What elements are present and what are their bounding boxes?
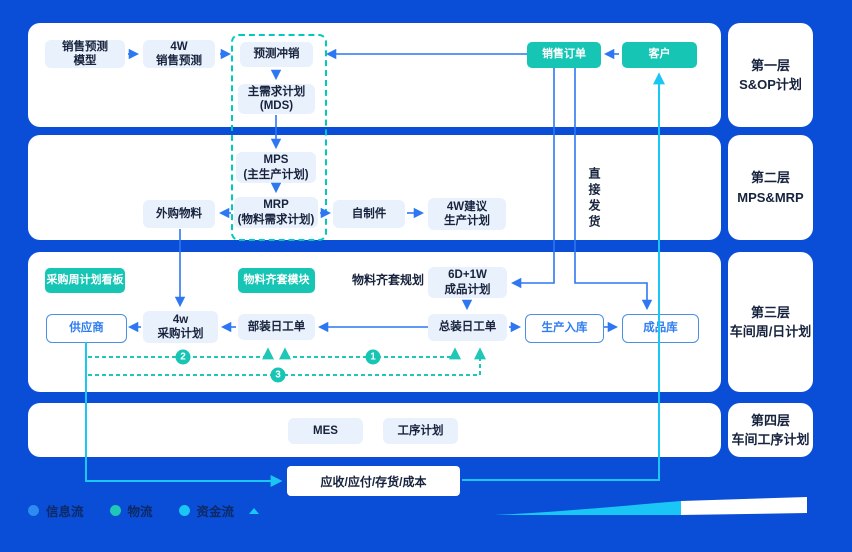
sequence-badge-1: 1 <box>365 349 381 365</box>
info-flow-dot-icon <box>28 505 39 516</box>
node-mrp: MRP (物料需求计划) <box>234 197 318 228</box>
legend-item-material-flow: 物流 <box>109 501 153 520</box>
layer1-panel <box>28 23 721 127</box>
node-finished-goods-warehouse: 成品库 <box>622 314 699 343</box>
node-4w-sales-forecast: 4W 销售预测 <box>143 40 215 68</box>
layer1-label: 第一层 S&OP计划 <box>728 23 813 127</box>
node-4w-purchase-plan: 4w 采购计划 <box>143 311 218 343</box>
material-flow-dot-icon <box>109 505 121 516</box>
tag-purchasing-week-plan-board: 采购周计划看板 <box>45 268 125 293</box>
node-mes: MES <box>288 418 363 444</box>
label-material-kitting-planning: 物料齐套规划 <box>351 272 424 287</box>
node-final-assembly-daily-work-order: 总装日工单 <box>428 314 507 341</box>
tag-material-kitting-module: 物料齐套模块 <box>238 268 315 293</box>
node-mps: MPS (主生产计划) <box>236 152 316 183</box>
legend-material-flow-label: 物流 <box>127 505 153 519</box>
layer3-label: 第三层 车间周/日计划 <box>728 252 813 392</box>
legend: 信息流 物流 资金流 <box>28 501 234 520</box>
node-outsourced-materials: 外购物料 <box>143 200 215 228</box>
node-supplier: 供应商 <box>46 314 127 343</box>
layer4-label: 第四层 车间工序计划 <box>728 403 813 457</box>
sequence-badge-3: 3 <box>270 367 286 383</box>
finance-box: 应收/应付/存货/成本 <box>287 466 460 496</box>
legend-item-info-flow: 信息流 <box>28 501 84 520</box>
node-4w-suggested-production-plan: 4W建议 生产计划 <box>428 198 506 230</box>
node-customer: 客户 <box>622 42 697 68</box>
node-process-plan: 工序计划 <box>383 418 458 444</box>
decorative-swoosh <box>249 497 807 515</box>
node-forecast-offset: 预测冲销 <box>240 42 313 67</box>
legend-fund-flow-label: 资金流 <box>196 505 235 519</box>
layer4-panel <box>28 403 721 457</box>
fund-flow-dot-icon <box>178 505 190 516</box>
node-sales-forecast-model: 销售预测 模型 <box>45 40 125 68</box>
direct-shipping-label: 直接发货 <box>587 167 601 231</box>
node-sales-order: 销售订单 <box>527 42 601 68</box>
node-master-demand-plan: 主需求计划 (MDS) <box>238 84 315 114</box>
node-production-inbound: 生产入库 <box>525 314 604 343</box>
layer2-label: 第二层 MPS&MRP <box>728 135 813 240</box>
node-self-made-parts: 自制件 <box>333 200 405 228</box>
node-sub-assembly-daily-work-order: 部装日工单 <box>238 314 315 340</box>
node-6d1w-finished-goods-plan: 6D+1W 成品计划 <box>428 267 507 298</box>
sequence-badge-2: 2 <box>175 349 191 365</box>
legend-info-flow-label: 信息流 <box>46 505 84 519</box>
legend-item-fund-flow: 资金流 <box>178 501 235 520</box>
mds-mps-mrp-dashed-frame <box>231 34 327 241</box>
